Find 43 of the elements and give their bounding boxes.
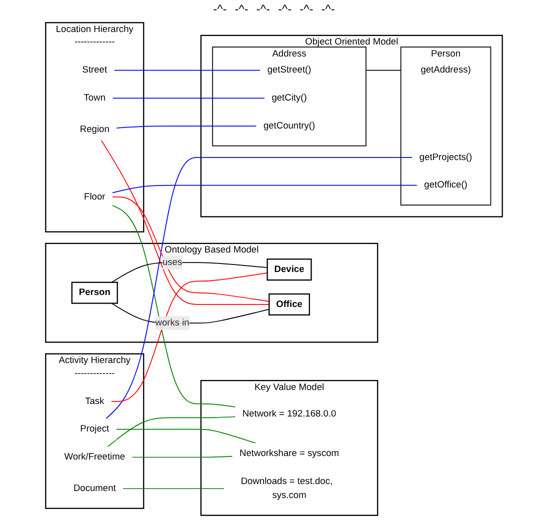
connector — [116, 126, 257, 128]
connector — [112, 204, 236, 408]
connector — [116, 428, 257, 444]
connector — [105, 157, 413, 420]
connector — [366, 70, 402, 71]
node-text: getCity() — [272, 92, 307, 103]
node-text: Document — [73, 483, 116, 494]
node-text: getOffice() — [424, 180, 468, 190]
node-text: Task — [85, 396, 104, 406]
connector — [114, 70, 261, 71]
node-text: getCountry() — [263, 120, 316, 131]
connector — [100, 140, 270, 305]
connector — [112, 98, 266, 99]
node-text: Street — [82, 65, 108, 75]
connector — [132, 456, 234, 458]
separator-text: -^- — [256, 2, 270, 16]
separator-text: -^- — [278, 2, 292, 16]
separator-text: -^- — [234, 2, 248, 16]
node-text: Network = 192.168.0.0 — [242, 409, 336, 419]
separator-text: -^- — [321, 2, 335, 16]
node-text: getAddress) — [420, 65, 471, 75]
node-box: Device — [266, 258, 312, 281]
node-text: Downloads = test.doc, sys.com — [240, 476, 333, 500]
connector — [122, 488, 225, 490]
node-text: getStreet() — [267, 65, 312, 75]
connector — [112, 196, 270, 302]
connector — [107, 416, 236, 448]
edge-label: works in — [155, 318, 190, 328]
node-text: getProjects() — [419, 152, 472, 162]
node-box: Person — [71, 282, 118, 304]
connector — [112, 184, 418, 194]
node-text: Floor — [84, 192, 106, 202]
separator-text: -^- — [213, 2, 227, 16]
node-text: Region — [80, 124, 110, 134]
separator-text: -^- — [300, 2, 314, 16]
connector — [110, 272, 268, 402]
node-text: Town — [84, 92, 106, 103]
connector — [111, 262, 268, 283]
node-text: Project — [80, 424, 110, 434]
edge-label: uses — [162, 257, 182, 268]
node-text: Work/Freetime — [64, 452, 126, 462]
node-text: Networkshare = syscom — [240, 448, 340, 458]
node-box: Office — [268, 293, 310, 316]
